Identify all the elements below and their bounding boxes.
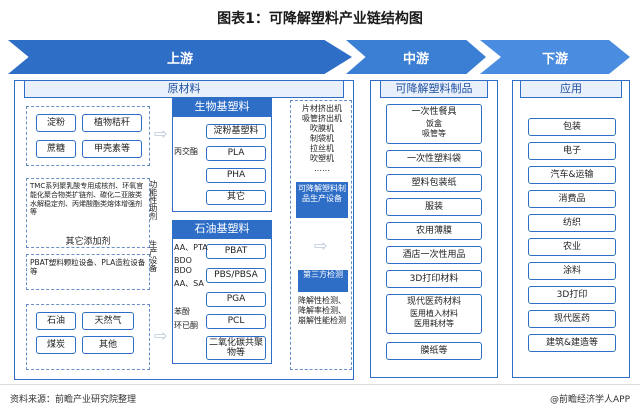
petro-item: PBS/PBSA [206, 268, 266, 283]
fossil-box: 其他 [82, 336, 134, 354]
bio-item: PLA [206, 146, 266, 161]
product-box: 农用薄膜 [386, 222, 482, 240]
testing-label: 第三方检测 [298, 270, 348, 292]
downstream-header: 应用 [520, 80, 622, 98]
bio-item: PHA [206, 168, 266, 183]
stage-midstream: 中游 [346, 40, 486, 74]
petro-item: PGA [206, 292, 266, 307]
equipment-label: 可降解塑料制品生产设备 [296, 182, 348, 218]
application-item: 涂料 [528, 262, 616, 280]
product-box: 膜纸等 [386, 342, 482, 360]
fossil-box: 煤炭 [36, 336, 76, 354]
equipment-group [26, 254, 150, 290]
petro-item: PBAT [206, 244, 266, 259]
production-label: 生产设备 [148, 240, 158, 272]
equipment-item: 吸管挤出机 [302, 114, 342, 123]
petro-header: 石油基塑料 [172, 220, 272, 238]
product-sub: 饭盒 [426, 119, 442, 129]
bio-header: 生物基塑料 [172, 98, 272, 116]
application-item: 3D打印 [528, 286, 616, 304]
product-box: 塑料包装纸 [386, 174, 482, 192]
bio-item: 淀粉基塑料 [206, 124, 266, 139]
product-sub: 医用耗材等 [414, 318, 454, 328]
product-box: 3D打印材料 [386, 270, 482, 288]
product-label: 现代医药材料 [406, 297, 461, 307]
bio-item: 其它 [206, 190, 266, 205]
upstream-header: 原材料 [24, 80, 344, 98]
petro-side-label: 环已酮 [174, 321, 198, 330]
footer-source: 资料来源：前瞻产业研究院整理 [10, 395, 137, 405]
raw-box: 淀粉 [36, 114, 76, 132]
arrow-right-icon: ⇨ [154, 326, 168, 345]
equipment-item: 制袋机 [310, 134, 334, 143]
bio-group [172, 116, 272, 212]
bio-side-label: 丙交酯 [174, 147, 198, 156]
testing-list: 降解性检测、 降解率检测、 崩解性能检测 [294, 296, 350, 326]
equipment-item: 拉丝机 [310, 144, 334, 153]
raw-box: 甲壳素等 [82, 140, 142, 158]
equipment-item: …… [314, 164, 330, 173]
petro-group [172, 238, 272, 364]
application-item: 包装 [528, 118, 616, 136]
petro-side-label: AA、SA [174, 279, 204, 288]
functional-label: 功能性助剂 [148, 180, 158, 220]
petro-side-label: BDO [174, 256, 192, 265]
additive-group [26, 178, 150, 248]
testing-item: 崩解性能检测 [298, 316, 346, 325]
fossil-box: 天然气 [82, 312, 134, 330]
petro-item: 二氧化碳共聚物等 [206, 336, 266, 360]
product-label: 一次性餐具 [411, 107, 457, 117]
application-item: 消费品 [528, 190, 616, 208]
midstream-side-group [290, 100, 352, 370]
application-item: 现代医药 [528, 310, 616, 328]
equipment-item: 吹塑机 [310, 154, 334, 163]
petro-side-label: AA、PTA [174, 243, 208, 252]
product-box: 服装 [386, 198, 482, 216]
product-box: 一次性塑料袋 [386, 150, 482, 168]
equipment-item: 吹膜机 [310, 124, 334, 133]
equipment-item: 片材挤出机 [302, 104, 342, 113]
additive-text: TMC系列聚乳酸专用成核剂、环氧官能化聚合物类扩链剂、碳化二亚胺类水解稳定剂、丙… [30, 182, 144, 217]
raw-box: 蔗糖 [36, 140, 76, 158]
testing-item: 降解性检测、 [298, 296, 346, 305]
testing-item: 降解率检测、 [298, 306, 346, 315]
petro-side-label: BDO [174, 266, 192, 275]
application-item: 电子 [528, 142, 616, 160]
equipment-text: PBAT塑料颗粒设备、PLA造粒设备等 [30, 258, 146, 277]
product-sub: 医用植入材料 [410, 309, 458, 319]
petro-side-label: 苯酚 [174, 307, 190, 316]
arrow-right-icon: ⇨ [154, 124, 168, 143]
page-title: 图表1：可降解塑料产业链结构图 [217, 11, 423, 27]
midstream-header: 可降解塑料制品 [380, 80, 488, 98]
application-item: 农业 [528, 238, 616, 256]
raw-box: 植物秸秆 [82, 114, 142, 132]
arrow-right-icon: ⇨ [314, 236, 328, 255]
stage-downstream: 下游 [480, 40, 630, 74]
application-item: 建筑&建造等 [528, 334, 616, 352]
product-sub: 吸管等 [422, 128, 446, 138]
application-item: 汽车&运输 [528, 166, 616, 184]
fossil-box: 石油 [36, 312, 76, 330]
petro-item: PCL [206, 314, 266, 329]
application-item: 纺织 [528, 214, 616, 232]
equipment-list: 片材挤出机 吸管挤出机 吹膜机 制袋机 拉丝机 吹塑机 …… [294, 104, 350, 174]
stage-upstream: 上游 [8, 40, 352, 74]
additive-label: 其它添加剂 [65, 237, 111, 247]
footer-divider [0, 384, 640, 385]
product-box: 一次性餐具 饭盒 吸管等 [386, 104, 482, 144]
product-box: 酒店一次性用品 [386, 246, 482, 264]
footer-brand: @前瞻经济学人APP [549, 395, 630, 405]
product-box: 现代医药材料 医用植入材料 医用耗材等 [386, 294, 482, 334]
